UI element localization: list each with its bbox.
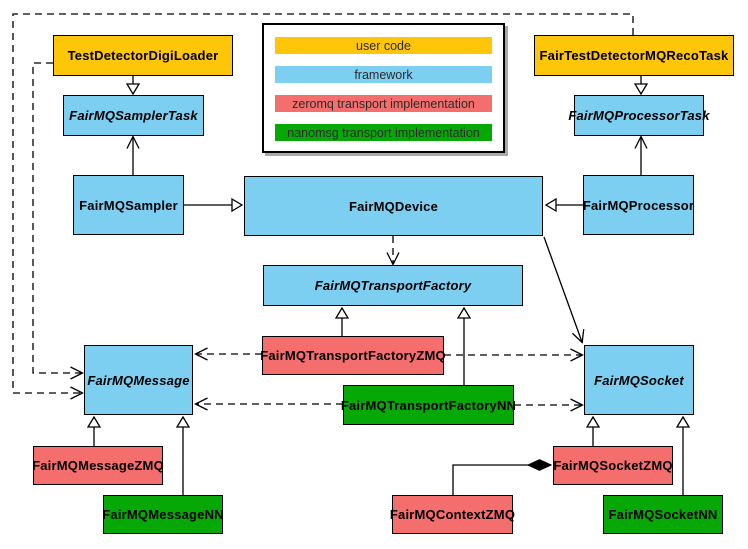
class-name: FairMQSampler: [79, 197, 178, 213]
class-name: FairMQMessageZMQ: [32, 458, 164, 473]
legend-item-framework: framework: [275, 66, 492, 83]
legend-label: user code: [356, 38, 411, 53]
class-name: FairMQMessage: [87, 372, 190, 388]
class-box-fairmqtransportfactorynn: FairMQTransportFactoryNN: [340, 385, 517, 425]
class-box-fairmqmessage: FairMQMessage: [84, 345, 193, 415]
class-box-fairmqtransportfactoryzmq: FairMQTransportFactoryZMQ: [260, 336, 446, 375]
edge-recotask-message: [12, 13, 634, 393]
class-name: FairMQSocketNN: [608, 507, 718, 522]
class-box-fairmqprocessortask: FairMQProcessorTask: [568, 95, 709, 136]
class-name: FairMQTransportFactory: [314, 278, 472, 293]
class-box-fairmqcontextzmq: FairMQContextZMQ: [389, 495, 516, 534]
class-name: FairMQSocket: [594, 372, 684, 388]
class-box-fairmqprocessor: FairMQProcessor: [583, 175, 694, 235]
legend-label: zeromq transport implementation: [292, 96, 475, 111]
legend-item-nanomsg: nanomsg transport implementation: [275, 124, 492, 141]
class-name: FairMQProcessor: [582, 197, 695, 213]
class-box-fairmqmessagezmq: FairMQMessageZMQ: [32, 446, 164, 485]
edge-contextzmq-socketzmq: [452, 465, 551, 495]
class-box-fairmqsocketnn: FairMQSocketNN: [603, 495, 723, 534]
legend-label: framework: [354, 67, 413, 82]
class-box-testdetectordigiloader: TestDetectorDigiLoader: [53, 35, 233, 76]
legend-label: nanomsg transport implementation: [287, 125, 480, 140]
class-name: FairMQSamplerTask: [69, 108, 198, 123]
legend-item-zeromq: zeromq transport implementation: [275, 95, 492, 112]
class-name: FairMQTransportFactoryNN: [340, 397, 517, 413]
class-name: FairMQSocketZMQ: [553, 458, 673, 473]
class-name: FairMQProcessorTask: [568, 108, 710, 123]
class-box-fairmqsampler: FairMQSampler: [73, 175, 184, 235]
class-name: TestDetectorDigiLoader: [67, 48, 219, 63]
class-box-fairmqmessagenn: FairMQMessageNN: [102, 495, 224, 534]
edge-loader-message: [32, 62, 82, 373]
class-name: FairMQDevice: [348, 198, 439, 214]
class-name: FairMQMessageNN: [102, 507, 224, 522]
class-name: FairTestDetectorMQRecoTask: [539, 48, 729, 63]
class-box-fairmqtransportfactory: FairMQTransportFactory: [263, 265, 523, 306]
class-box-fairmqsamplertask: FairMQSamplerTask: [63, 95, 204, 136]
legend: user code framework zeromq transport imp…: [262, 23, 505, 153]
class-name: FairMQTransportFactoryZMQ: [260, 348, 446, 363]
legend-item-user-code: user code: [275, 37, 492, 54]
class-name: FairMQContextZMQ: [389, 507, 516, 522]
class-box-fairmqdevice: FairMQDevice: [244, 176, 543, 236]
class-box-fairmqsocket: FairMQSocket: [584, 345, 694, 415]
class-box-fairtestdetectormqrecotask: FairTestDetectorMQRecoTask: [534, 35, 734, 76]
class-box-fairmqsocketzmq: FairMQSocketZMQ: [553, 446, 673, 485]
edge-device-socket: [543, 236, 582, 342]
